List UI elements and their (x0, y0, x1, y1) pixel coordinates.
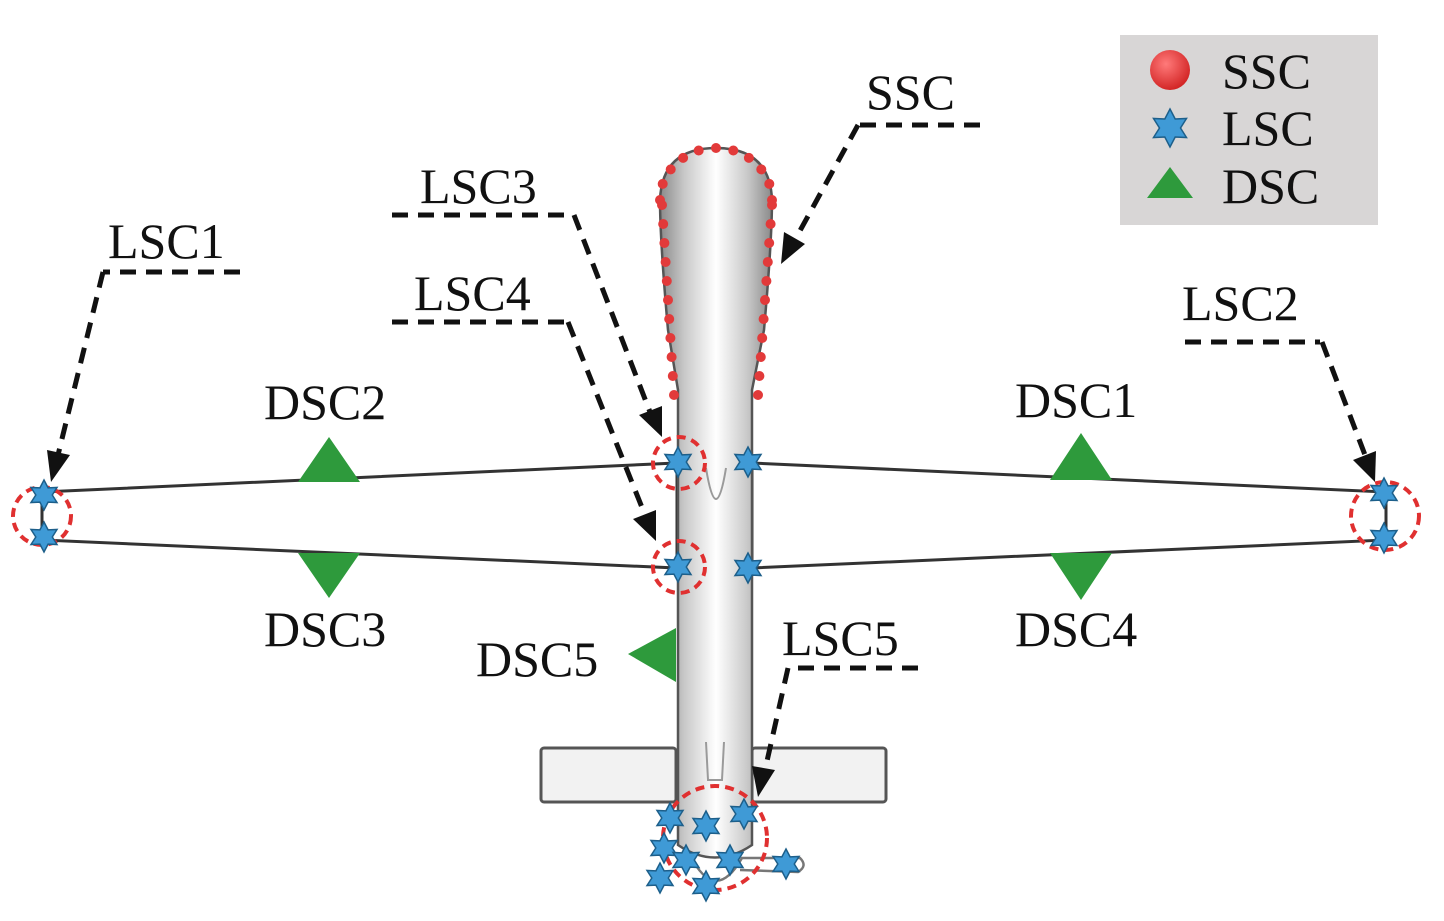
label-dsc3: DSC3 (264, 601, 386, 657)
ssc-dot (764, 178, 775, 189)
ssc-dot (669, 390, 679, 400)
lsc-markers (29, 445, 1399, 903)
lsc-star (729, 797, 759, 831)
ssc-dot (663, 295, 673, 305)
ssc-dot (665, 333, 676, 343)
ssc-dot (661, 276, 672, 286)
lsc-star (29, 520, 59, 554)
lsc-star (663, 550, 693, 584)
label-lsc3: LSC3 (420, 158, 537, 214)
ssc-dots (655, 143, 777, 400)
ssc-dot (664, 314, 675, 324)
ssc-dot (762, 257, 773, 267)
lsc-star (663, 445, 693, 479)
ssc-dot (755, 352, 766, 362)
lsc-star (771, 847, 801, 881)
ssc-dot (711, 143, 721, 153)
legend-dsc-marker (1147, 167, 1193, 198)
lsc-star (691, 809, 721, 843)
ssc-dot (666, 352, 677, 362)
ssc-dot (657, 178, 668, 189)
dsc-triangle-3 (298, 553, 360, 598)
label-dsc1: DSC1 (1015, 372, 1137, 428)
lsc-star (691, 869, 721, 903)
label-dsc2: DSC2 (264, 374, 386, 430)
label-lsc1: LSC1 (108, 213, 225, 269)
label-ssc: SSC (866, 64, 955, 120)
lsc4-leader (565, 321, 648, 516)
ssc-dot (764, 238, 775, 248)
ssc-dot (758, 314, 769, 324)
lsc1-leader (55, 271, 106, 456)
dsc-markers (298, 433, 1112, 682)
lsc2-arrowhead (1353, 451, 1376, 482)
constraint-labels: SSC LSC1 LSC2 LSC3 LSC4 LSC5 DSC1 DSC2 D… (108, 64, 1299, 687)
ssc-dot (659, 238, 670, 248)
dsc-triangle-4 (1050, 553, 1112, 600)
label-dsc5: DSC5 (476, 631, 598, 687)
legend-ssc-label: SSC (1222, 43, 1311, 99)
ssc-dot (693, 145, 704, 156)
tail-left (539, 746, 678, 804)
lsc-star (645, 861, 675, 895)
label-dsc4: DSC4 (1015, 601, 1137, 657)
ssc-dot (760, 295, 770, 305)
lsc-star (1369, 476, 1399, 510)
fuselage-body (658, 146, 774, 859)
legend-lsc-star (1152, 107, 1188, 149)
ssc-leader (793, 123, 861, 240)
lsc-star (655, 801, 685, 835)
ssc-dot (728, 145, 739, 156)
ssc-dot (765, 219, 776, 229)
lsc-star (733, 445, 763, 479)
legend: SSC LSC DSC (1120, 35, 1378, 225)
lsc5-leader (762, 667, 791, 771)
tail-right (750, 746, 888, 804)
lsc-star (715, 843, 745, 877)
ssc-dot (660, 257, 671, 267)
ssc-dot (667, 371, 678, 381)
legend-lsc-label: LSC (1222, 100, 1314, 156)
ssc-dot (757, 333, 768, 343)
leader-lines (47, 122, 1376, 797)
ssc-dot (753, 390, 763, 400)
engine-intake (705, 741, 725, 781)
ssc-dot (767, 200, 777, 210)
lsc5-arrowhead (752, 766, 775, 797)
left-wing (40, 461, 679, 570)
legend-ssc-marker (1150, 50, 1190, 90)
ssc-dot (665, 164, 676, 175)
lsc-star (29, 478, 59, 512)
dsc-triangle-2 (298, 437, 360, 482)
fuselage-detail (705, 467, 727, 500)
ssc-dot (655, 195, 665, 205)
lsc-star (1369, 521, 1399, 555)
lsc-star (671, 843, 701, 877)
label-lsc4: LSC4 (414, 265, 531, 321)
lsc4-arrowhead (633, 510, 656, 541)
lsc-star (733, 551, 763, 585)
ssc-arrowhead (781, 232, 805, 264)
lsc-star (649, 831, 679, 865)
lsc1-arrowhead (47, 450, 70, 482)
ssc-dot (658, 219, 669, 229)
dsc-triangle-5 (628, 628, 676, 682)
ring-lsc4 (651, 539, 707, 595)
legend-dsc-label: DSC (1222, 158, 1319, 214)
lsc3-arrowhead (639, 406, 662, 437)
label-lsc5: LSC5 (782, 610, 899, 666)
ssc-dot (761, 276, 772, 286)
dsc-triangle-1 (1050, 433, 1112, 480)
ssc-dot (754, 371, 765, 381)
ssc-dot (743, 152, 754, 163)
ssc-dot (678, 152, 689, 163)
lsc2-leader (1319, 341, 1368, 456)
ssc-dot (756, 164, 767, 175)
tail-plane (539, 746, 888, 804)
legend-lsc-marker (1152, 107, 1188, 149)
ring-lsc3 (651, 435, 707, 491)
lsc3-leader (571, 214, 653, 413)
label-lsc2: LSC2 (1182, 275, 1299, 331)
